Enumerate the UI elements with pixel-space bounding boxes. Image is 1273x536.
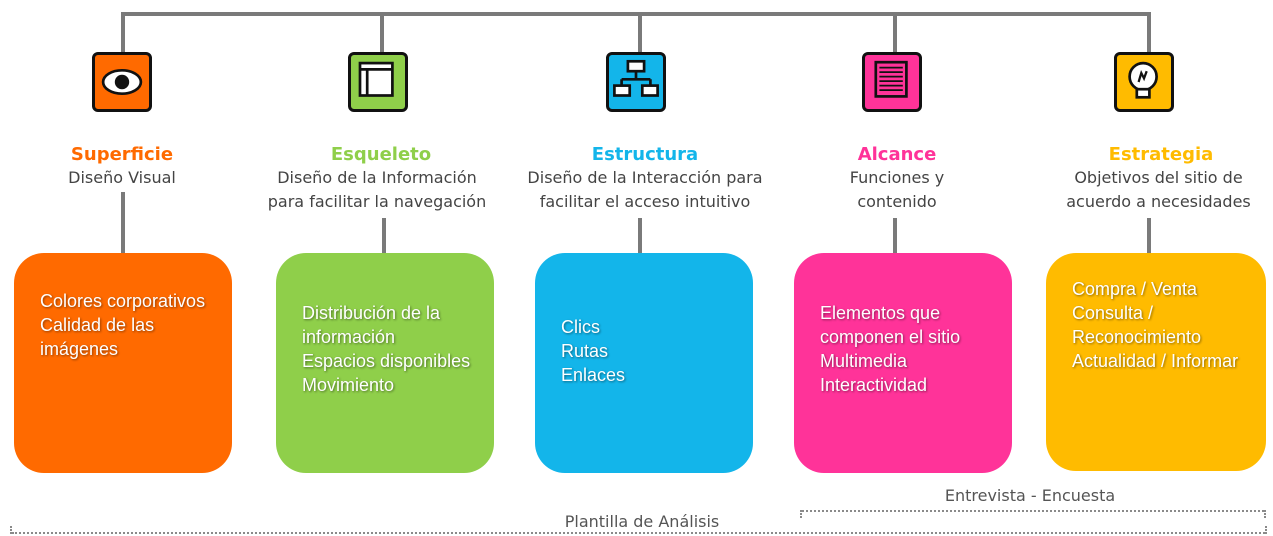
connector-drop-2 — [380, 12, 384, 52]
list-item: Rutas — [561, 341, 609, 361]
top-connector-line — [121, 12, 1151, 16]
card-connector-5 — [1147, 218, 1151, 254]
column-subtitle-superficie: Diseño Visual — [68, 168, 176, 187]
flowchart-icon — [606, 52, 666, 112]
list-item: Compra / Venta — [1072, 279, 1198, 299]
column-subtitle-esqueleto: Diseño de la Información para facilitar … — [267, 168, 487, 211]
card-superficie: Colores corporativos Calidad de las imág… — [14, 253, 232, 473]
column-title-estrategia: Estrategia — [1108, 144, 1214, 165]
list-item: Distribución de la información — [302, 303, 441, 347]
list-item: Elementos que componen el sitio — [820, 303, 961, 347]
bracket-label-plantilla: Plantilla de Análisis — [564, 512, 720, 531]
card-estructura: Clics Rutas Enlaces — [535, 253, 753, 473]
card-connector-2 — [382, 218, 386, 254]
list-item: Multimedia — [820, 351, 908, 371]
bracket-label-entrevista: Entrevista - Encuesta — [944, 486, 1116, 505]
column-subtitle-estrategia: Objetivos del sitio de acuerdo a necesid… — [1066, 168, 1251, 211]
column-subtitle-alcance: Funciones y contenido — [849, 168, 945, 211]
list-item: Movimiento — [302, 375, 395, 395]
list-item: Colores corporativos — [40, 291, 206, 311]
list-item: Clics — [561, 317, 600, 337]
connector-drop-5 — [1147, 12, 1151, 52]
list-item: Interactividad — [820, 375, 928, 395]
lightbulb-icon — [1114, 52, 1174, 112]
card-connector-4 — [893, 218, 897, 254]
list-item: Enlaces — [561, 365, 626, 385]
list-item: Calidad de las imágenes — [40, 315, 155, 359]
connector-drop-3 — [638, 12, 642, 52]
list-item: Espacios disponibles — [302, 351, 471, 371]
card-connector-3 — [638, 218, 642, 254]
bracket-plantilla — [10, 526, 1267, 534]
column-title-superficie: Superficie — [70, 144, 174, 165]
layout-icon — [348, 52, 408, 112]
list-item: Actualidad / Informar — [1072, 351, 1239, 371]
column-subtitle-estructura: Diseño de la Interacción para facilitar … — [527, 168, 763, 211]
column-title-esqueleto: Esqueleto — [330, 144, 432, 165]
bracket-entrevista — [800, 510, 1266, 518]
document-lines-icon — [862, 52, 922, 112]
column-title-alcance: Alcance — [857, 144, 937, 165]
card-connector-1 — [121, 192, 125, 254]
card-estrategia: Compra / Venta Consulta / Reconocimiento… — [1046, 253, 1266, 471]
column-title-estructura: Estructura — [591, 144, 699, 165]
card-esqueleto: Distribución de la información Espacios … — [276, 253, 494, 473]
connector-drop-1 — [121, 12, 125, 52]
list-item: Consulta / Reconocimiento — [1072, 303, 1202, 347]
eye-icon — [92, 52, 152, 112]
connector-drop-4 — [893, 12, 897, 52]
card-alcance: Elementos que componen el sitio Multimed… — [794, 253, 1012, 473]
